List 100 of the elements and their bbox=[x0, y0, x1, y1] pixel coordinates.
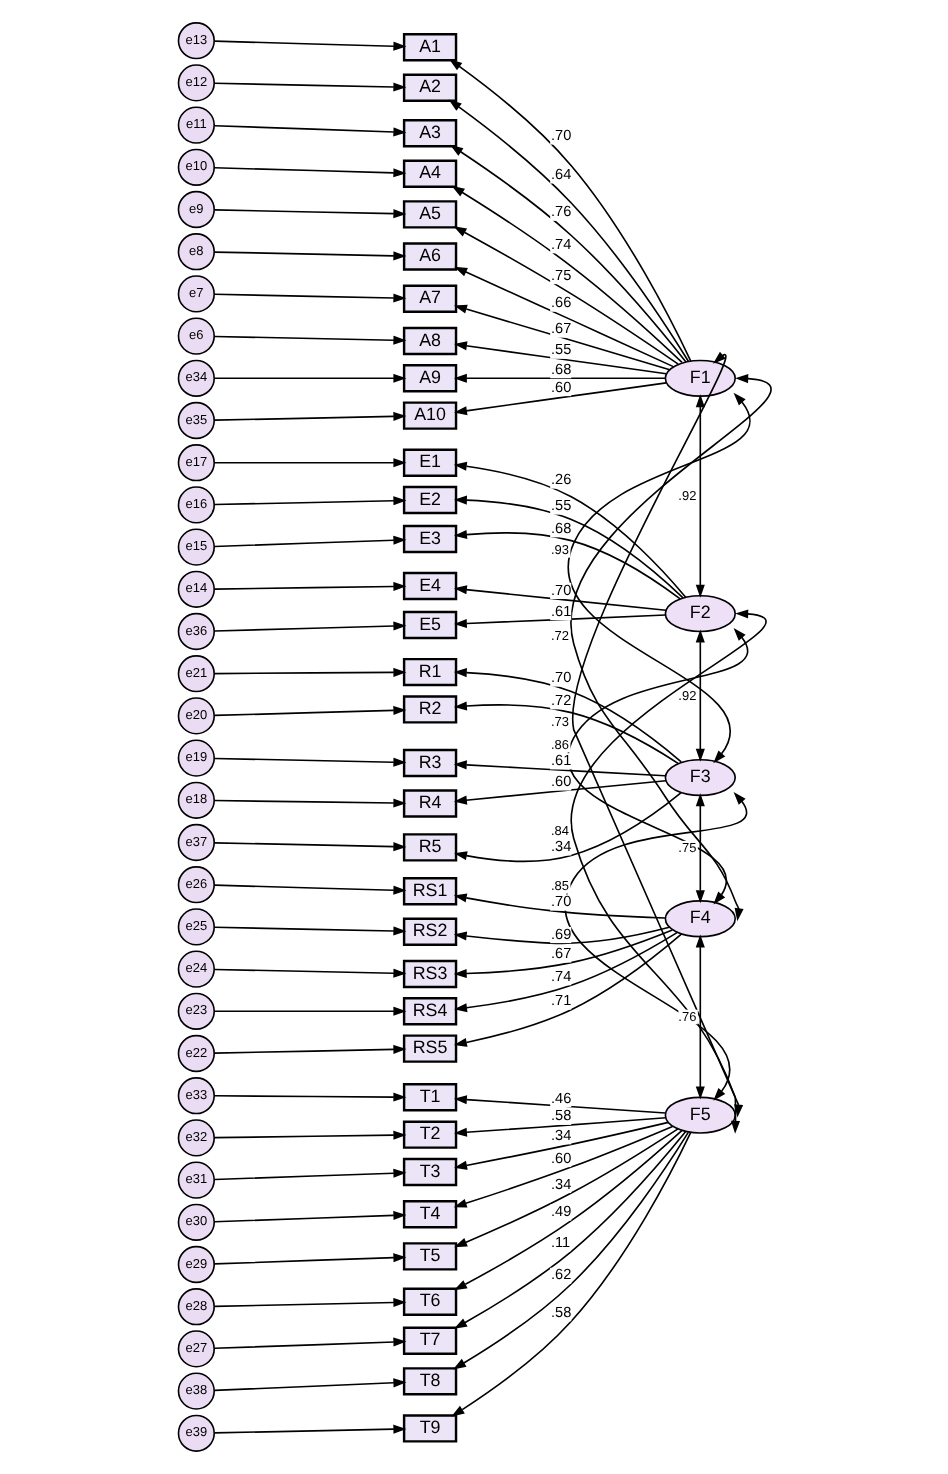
edge-label: .61 bbox=[549, 601, 571, 620]
node-box: RS2 bbox=[401, 917, 457, 946]
node-box: A7 bbox=[401, 284, 457, 313]
arrow bbox=[566, 392, 750, 764]
arrow bbox=[452, 1131, 689, 1370]
edge-label: .60 bbox=[549, 772, 571, 791]
arrow bbox=[212, 1378, 406, 1392]
edge-label: .68 bbox=[549, 359, 571, 378]
node-box: A9 bbox=[401, 364, 457, 393]
edge-label: .69 bbox=[549, 924, 571, 943]
arrow bbox=[212, 968, 406, 978]
node-ellipse: F4 bbox=[663, 900, 735, 938]
node-box: A5 bbox=[401, 200, 457, 229]
edge-label: .75 bbox=[549, 265, 571, 284]
edge-label: .58 bbox=[549, 1106, 571, 1125]
edge-label: .71 bbox=[549, 991, 571, 1010]
arrow bbox=[452, 1095, 666, 1114]
edge-label: .55 bbox=[549, 340, 571, 359]
node-box: RS3 bbox=[401, 959, 457, 989]
arrow bbox=[212, 373, 406, 383]
node-box: A4 bbox=[401, 159, 457, 188]
arrow bbox=[694, 793, 704, 904]
edge-label: .67 bbox=[549, 944, 571, 963]
edge-label: .46 bbox=[549, 1088, 571, 1107]
edge-label: .66 bbox=[549, 293, 571, 312]
node-box: E1 bbox=[401, 448, 457, 477]
edge-label: .62 bbox=[549, 1265, 571, 1284]
node-ellipse: F3 bbox=[663, 758, 735, 797]
arrow bbox=[212, 621, 406, 632]
edge-label: .74 bbox=[549, 966, 571, 985]
arrow bbox=[450, 185, 682, 364]
arrow bbox=[212, 757, 406, 767]
node-box: T2 bbox=[401, 1120, 457, 1149]
node-box: R1 bbox=[401, 657, 457, 687]
node-box: T1 bbox=[401, 1083, 457, 1112]
edge-label: .70 bbox=[549, 668, 571, 687]
node-box: T5 bbox=[401, 1242, 457, 1271]
arrow bbox=[212, 1044, 406, 1054]
arrow bbox=[570, 609, 766, 1118]
node-ellipse: F1 bbox=[663, 359, 735, 397]
edge-label: .72 bbox=[549, 690, 571, 709]
arrow bbox=[212, 166, 406, 178]
edge-label: .58 bbox=[549, 1302, 571, 1321]
node-ellipse: F5 bbox=[663, 1096, 735, 1134]
arrow bbox=[450, 1131, 691, 1417]
node-box: T9 bbox=[401, 1414, 457, 1443]
node-ellipse: F2 bbox=[663, 595, 735, 633]
arrow bbox=[212, 1298, 406, 1308]
node-box: E4 bbox=[401, 571, 457, 601]
edge-label: .76 bbox=[549, 202, 571, 221]
node-box: R4 bbox=[401, 789, 457, 818]
arrow bbox=[212, 1424, 406, 1434]
edge-label: .67 bbox=[549, 319, 571, 338]
arrow bbox=[212, 842, 406, 852]
node-box: R5 bbox=[401, 833, 457, 862]
edge-label: .74 bbox=[549, 234, 571, 253]
arrow bbox=[212, 1210, 406, 1223]
edge-label: .61 bbox=[549, 750, 571, 769]
arrow bbox=[212, 1092, 406, 1102]
node-box: RS1 bbox=[401, 877, 457, 906]
node-box: E5 bbox=[401, 610, 457, 640]
node-box: RS4 bbox=[401, 997, 457, 1026]
edge-label: .70 bbox=[549, 126, 571, 145]
edge-label: .70 bbox=[549, 892, 571, 911]
arrow bbox=[452, 373, 665, 383]
arrow bbox=[212, 40, 406, 51]
arrow bbox=[212, 124, 406, 137]
node-box: A2 bbox=[401, 73, 457, 102]
arrow bbox=[212, 705, 406, 717]
edge-label: .64 bbox=[549, 164, 571, 183]
arrow bbox=[694, 934, 704, 1100]
arrow bbox=[212, 293, 406, 303]
arrow bbox=[452, 929, 673, 979]
arrow bbox=[566, 628, 748, 905]
node-box: E3 bbox=[401, 524, 457, 554]
node-box: A10 bbox=[401, 401, 457, 430]
edge-label: .34 bbox=[549, 1125, 571, 1144]
arrow bbox=[452, 585, 666, 612]
node-box: R3 bbox=[401, 748, 457, 778]
arrow bbox=[212, 884, 406, 895]
edge-label: .34 bbox=[549, 1174, 571, 1193]
node-box: A1 bbox=[401, 33, 457, 62]
node-box: T4 bbox=[401, 1199, 457, 1229]
node-box: T8 bbox=[401, 1367, 457, 1396]
arrow bbox=[212, 582, 406, 592]
edge-label: .26 bbox=[549, 470, 571, 489]
node-box: R2 bbox=[401, 695, 457, 724]
edge-label: .70 bbox=[549, 580, 571, 599]
arrow bbox=[212, 1253, 406, 1265]
arrow bbox=[212, 1168, 406, 1181]
arrow bbox=[452, 701, 678, 765]
arrow bbox=[212, 496, 406, 506]
edge-label: .34 bbox=[549, 836, 571, 855]
node-box: A8 bbox=[401, 326, 457, 356]
edge-label: .60 bbox=[549, 1148, 571, 1167]
arrow bbox=[212, 535, 406, 548]
arrow bbox=[452, 1116, 666, 1137]
arrow bbox=[452, 614, 666, 629]
arrow bbox=[212, 667, 406, 677]
arrow bbox=[563, 791, 747, 1101]
